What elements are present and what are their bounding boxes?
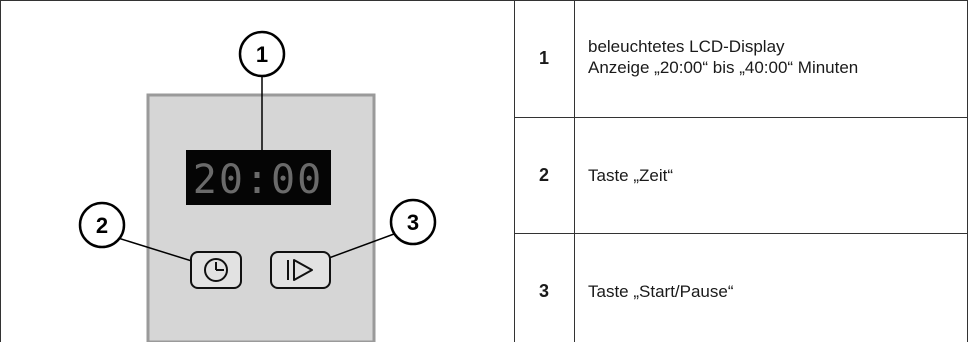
row-divider-2 [514,233,968,234]
legend-row-2-number: 2 [538,165,549,185]
legend-row-2-line-1: Taste „Zeit“ [588,166,674,185]
legend-row-1-description: beleuchtetes LCD-Display Anzeige „20:00“… [588,36,858,78]
callout-2-label: 2 [96,213,108,238]
callout-3-label: 3 [407,210,419,235]
control-panel [146,93,376,342]
callout-2-circle [78,201,126,249]
control-panel-illustration: 20:00 1 2 3 [78,30,437,342]
table-top-border [0,0,968,1]
play-pause-icon [287,259,313,281]
legend-row-1-number: 1 [538,48,549,68]
lcd-display-value: 20:00 [193,157,323,203]
figure-column-divider [514,0,515,342]
table-left-border [0,0,1,342]
legend-row-1-line-2: Anzeige „20:00“ bis „40:00“ Minuten [588,58,859,77]
time-button[interactable] [190,251,242,289]
legend-row-2: 2 Taste „Zeit“ [514,117,968,233]
number-column-divider [574,0,575,342]
callout-1-circle [238,30,286,78]
legend-row-1-line-1: beleuchtetes LCD-Display [588,37,785,56]
legend-row-3-number: 3 [538,281,549,301]
legend-row-2-description: Taste „Zeit“ [588,165,673,186]
callout-2-leader [117,237,196,263]
legend-row-1: 1 beleuchtetes LCD-Display Anzeige „20:0… [514,0,968,117]
control-panel-figure: 20:00 1 2 3 [78,30,437,342]
legend-row-3: 3 Taste „Start/Pause“ [514,233,968,342]
callout-3-circle [389,198,437,246]
clock-icon [204,258,228,282]
callout-1-label: 1 [256,42,268,67]
row-divider-1 [514,117,968,118]
lcd-display [186,150,331,205]
legend-row-3-line-1: Taste „Start/Pause“ [588,282,734,301]
start-pause-button[interactable] [270,251,331,289]
legend-row-3-description: Taste „Start/Pause“ [588,281,734,302]
